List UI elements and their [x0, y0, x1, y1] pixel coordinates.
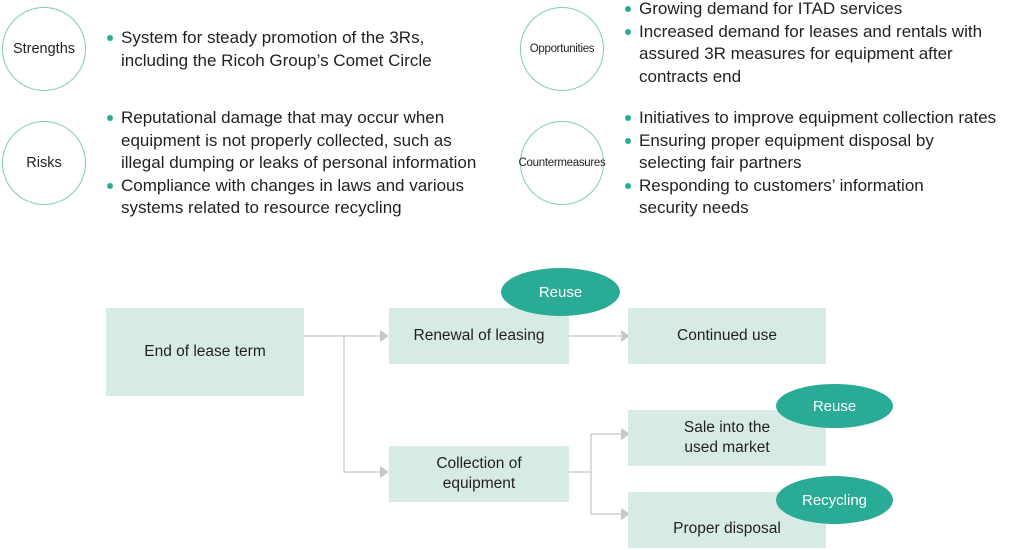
countermeasures-circle: Countermeasures	[518, 121, 606, 205]
collection-box: Collection of equipment	[389, 446, 569, 502]
risks-circle: Risks	[2, 121, 86, 205]
countermeasures-item-1: Initiatives to improve equipment collect…	[624, 107, 1012, 130]
countermeasures-list: Initiatives to improve equipment collect…	[624, 107, 1012, 220]
arrowhead-disposal	[621, 508, 630, 520]
continued-use-label: Continued use	[677, 326, 777, 344]
recycling-tag-label: Recycling	[801, 491, 868, 509]
proper-disposal-label: Proper disposal	[673, 519, 781, 537]
reuse-tag-sale: Reuse	[776, 384, 893, 428]
continued-use-box: Continued use	[628, 308, 826, 364]
end-of-lease-box: End of lease term	[106, 308, 304, 396]
arrowhead-collection	[380, 466, 389, 478]
connector-collection-to-disposal	[590, 472, 621, 515]
arrowhead-continued	[621, 330, 630, 342]
reuse-tag-sale-label: Reuse	[812, 397, 857, 415]
strengths-item-1: System for steady promotion of the 3Rs, …	[106, 27, 506, 72]
end-of-lease-label: End of lease term	[144, 342, 266, 360]
sale-used-market-label: Sale into the used market	[683, 418, 771, 457]
risks-item-2: Compliance with changes in laws and vari…	[106, 175, 516, 220]
opportunities-circle: Opportunities	[520, 7, 604, 91]
risks-item-1: Reputational damage that may occur when …	[106, 107, 516, 175]
countermeasures-item-2: Ensuring proper equipment disposal by se…	[624, 130, 1012, 175]
connector-collection-to-sale	[569, 433, 621, 473]
risks-list: Reputational damage that may occur when …	[106, 107, 516, 220]
opportunities-item-2: Increased demand for leases and rentals …	[624, 21, 1012, 89]
opportunities-item-1: Growing demand for ITAD services	[624, 0, 1012, 21]
countermeasures-label: Countermeasures	[518, 157, 606, 169]
strengths-list: System for steady promotion of the 3Rs, …	[106, 27, 506, 72]
strengths-label: Strengths	[12, 41, 76, 57]
renewal-box: Renewal of leasing	[389, 308, 569, 364]
arrowhead-renewal	[380, 330, 389, 342]
collection-label: Collection of equipment	[436, 454, 522, 493]
reuse-tag-top-label: Reuse	[538, 283, 583, 301]
opportunities-list: Growing demand for ITAD services Increas…	[624, 0, 1012, 88]
connector-end-to-collection	[343, 336, 380, 473]
renewal-label: Renewal of leasing	[413, 326, 545, 344]
recycling-tag: Recycling	[776, 476, 893, 524]
strengths-circle: Strengths	[2, 7, 86, 91]
opportunities-label: Opportunities	[529, 43, 595, 55]
countermeasures-item-3: Responding to customers’ information sec…	[624, 175, 1012, 220]
risks-label: Risks	[26, 155, 62, 171]
reuse-tag-top: Reuse	[501, 268, 620, 316]
arrowhead-sale	[621, 428, 630, 440]
